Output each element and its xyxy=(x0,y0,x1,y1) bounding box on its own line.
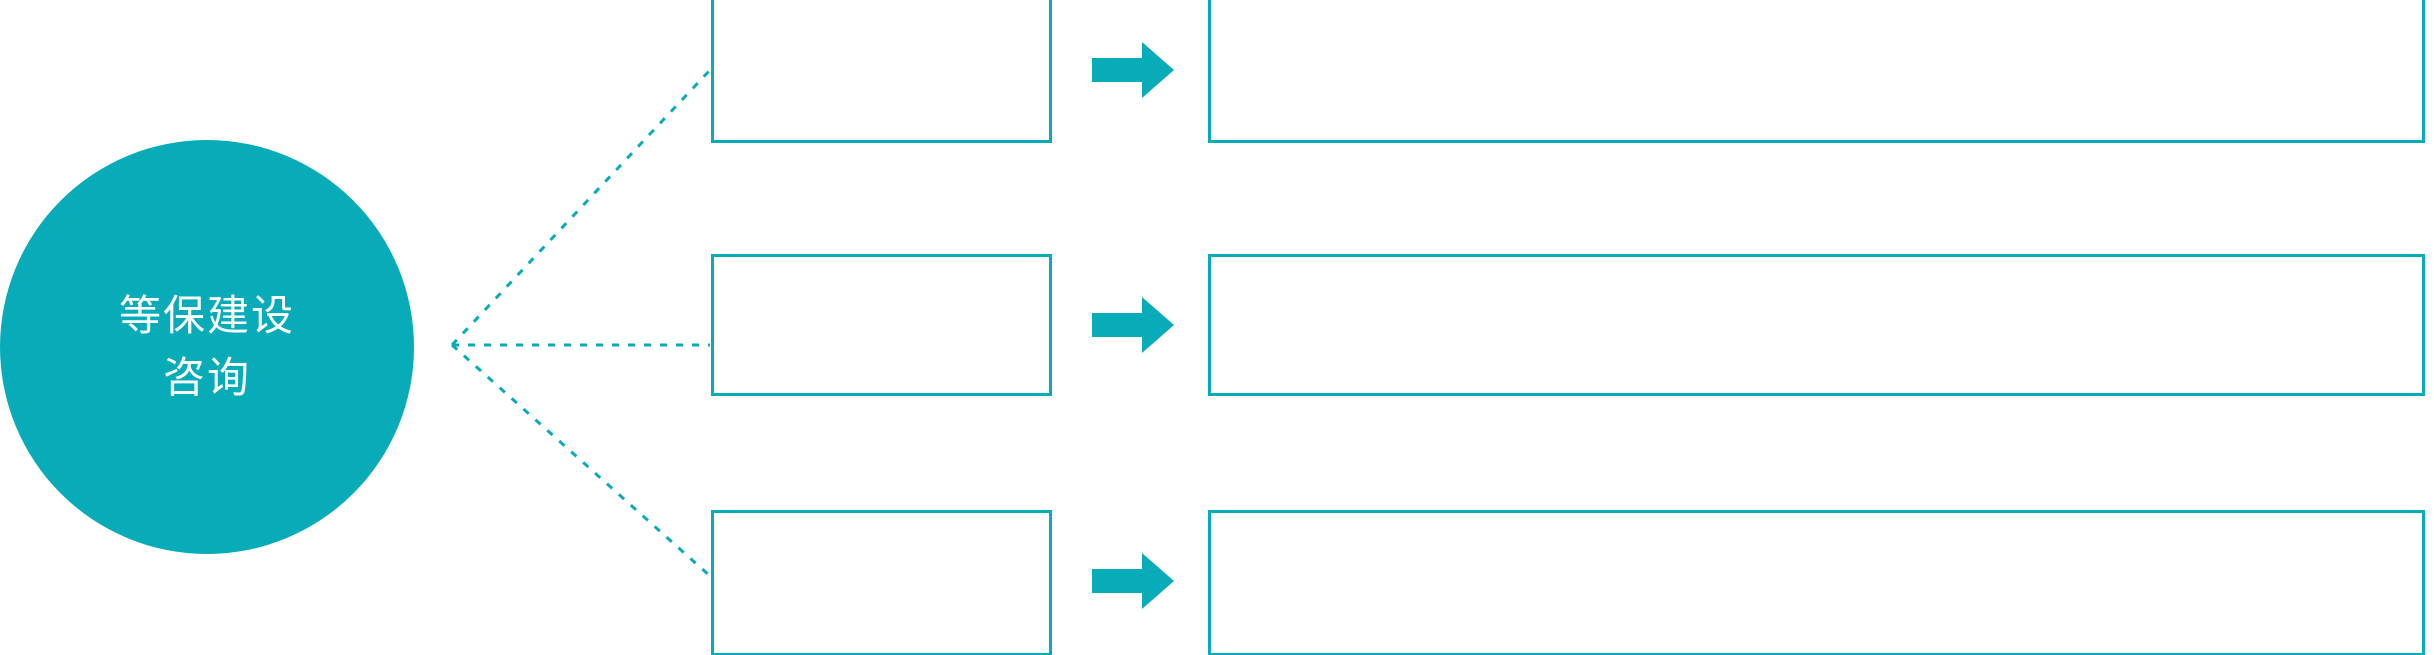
arrow-right-icon-1 xyxy=(1092,42,1174,98)
stage-box-3[interactable] xyxy=(711,510,1052,655)
connector-line-row-1 xyxy=(450,68,712,347)
detail-box-2[interactable] xyxy=(1208,254,2425,396)
arrow-right-icon-3 xyxy=(1092,553,1174,609)
hub-label-line-1: 等保建设 xyxy=(118,291,295,339)
stage-box-1[interactable] xyxy=(711,0,1052,143)
connector-line-row-3 xyxy=(450,343,712,578)
arrow-right-icon-2 xyxy=(1092,297,1174,353)
stage-box-2[interactable] xyxy=(711,254,1052,396)
detail-box-1[interactable] xyxy=(1208,0,2425,143)
hub-label-line-2: 咨询 xyxy=(162,354,251,401)
detail-box-3[interactable] xyxy=(1208,510,2425,655)
hub-circle[interactable]: 等保建设 咨询 xyxy=(0,140,414,554)
